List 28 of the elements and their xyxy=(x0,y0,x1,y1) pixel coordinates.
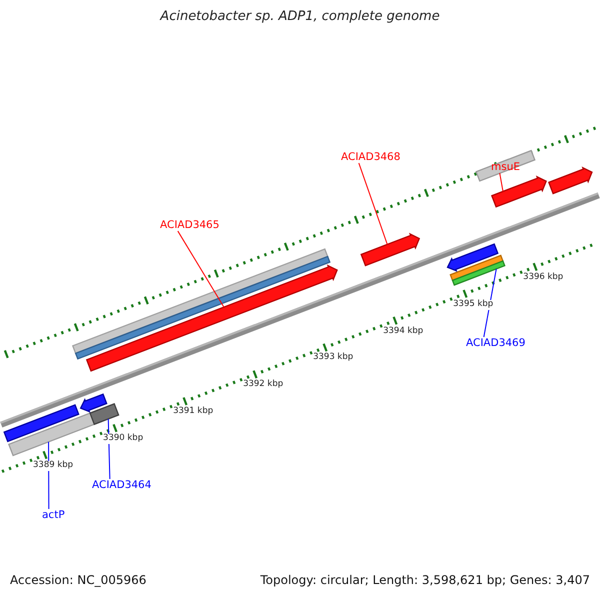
tick-label: 3391 kbp xyxy=(173,407,214,417)
gene-feature xyxy=(548,166,593,194)
leader-line xyxy=(358,162,388,245)
map-title: Acinetobacter sp. ADP1, complete genome xyxy=(158,10,441,25)
tick-label: 3390 kbp xyxy=(103,434,144,444)
tick-label: 3392 kbp xyxy=(243,380,284,390)
leader-line xyxy=(499,172,504,192)
tick-label: 3394 kbp xyxy=(383,326,424,336)
gene-feature xyxy=(360,232,420,266)
gene-feature xyxy=(491,176,547,208)
leader-line xyxy=(177,230,224,308)
gene-feature xyxy=(80,393,108,413)
gene-label: actP xyxy=(42,509,65,522)
gene-feature xyxy=(3,404,80,442)
gene-label: ACIAD3464 xyxy=(92,479,152,492)
gene-label: msuE xyxy=(491,161,520,174)
leader-line xyxy=(483,268,497,338)
tick-label: 3396 kbp xyxy=(523,272,564,283)
gene-feature xyxy=(86,264,338,372)
tick-label: 3393 kbp xyxy=(313,353,354,364)
tick-label: 3389 kbp xyxy=(33,461,74,471)
gene-label: ACIAD3465 xyxy=(160,219,220,232)
accession-text: Accession: NC_005966 xyxy=(10,574,146,588)
gene-label: ACIAD3469 xyxy=(466,337,526,350)
gene-label: ACIAD3468 xyxy=(341,151,400,164)
tick-label: 3395 kbp xyxy=(453,300,494,310)
genome-info-text: Topology: circular; Length: 3,598,621 bp; Genes: 3,407 xyxy=(260,574,590,588)
gene-feature xyxy=(446,243,499,272)
